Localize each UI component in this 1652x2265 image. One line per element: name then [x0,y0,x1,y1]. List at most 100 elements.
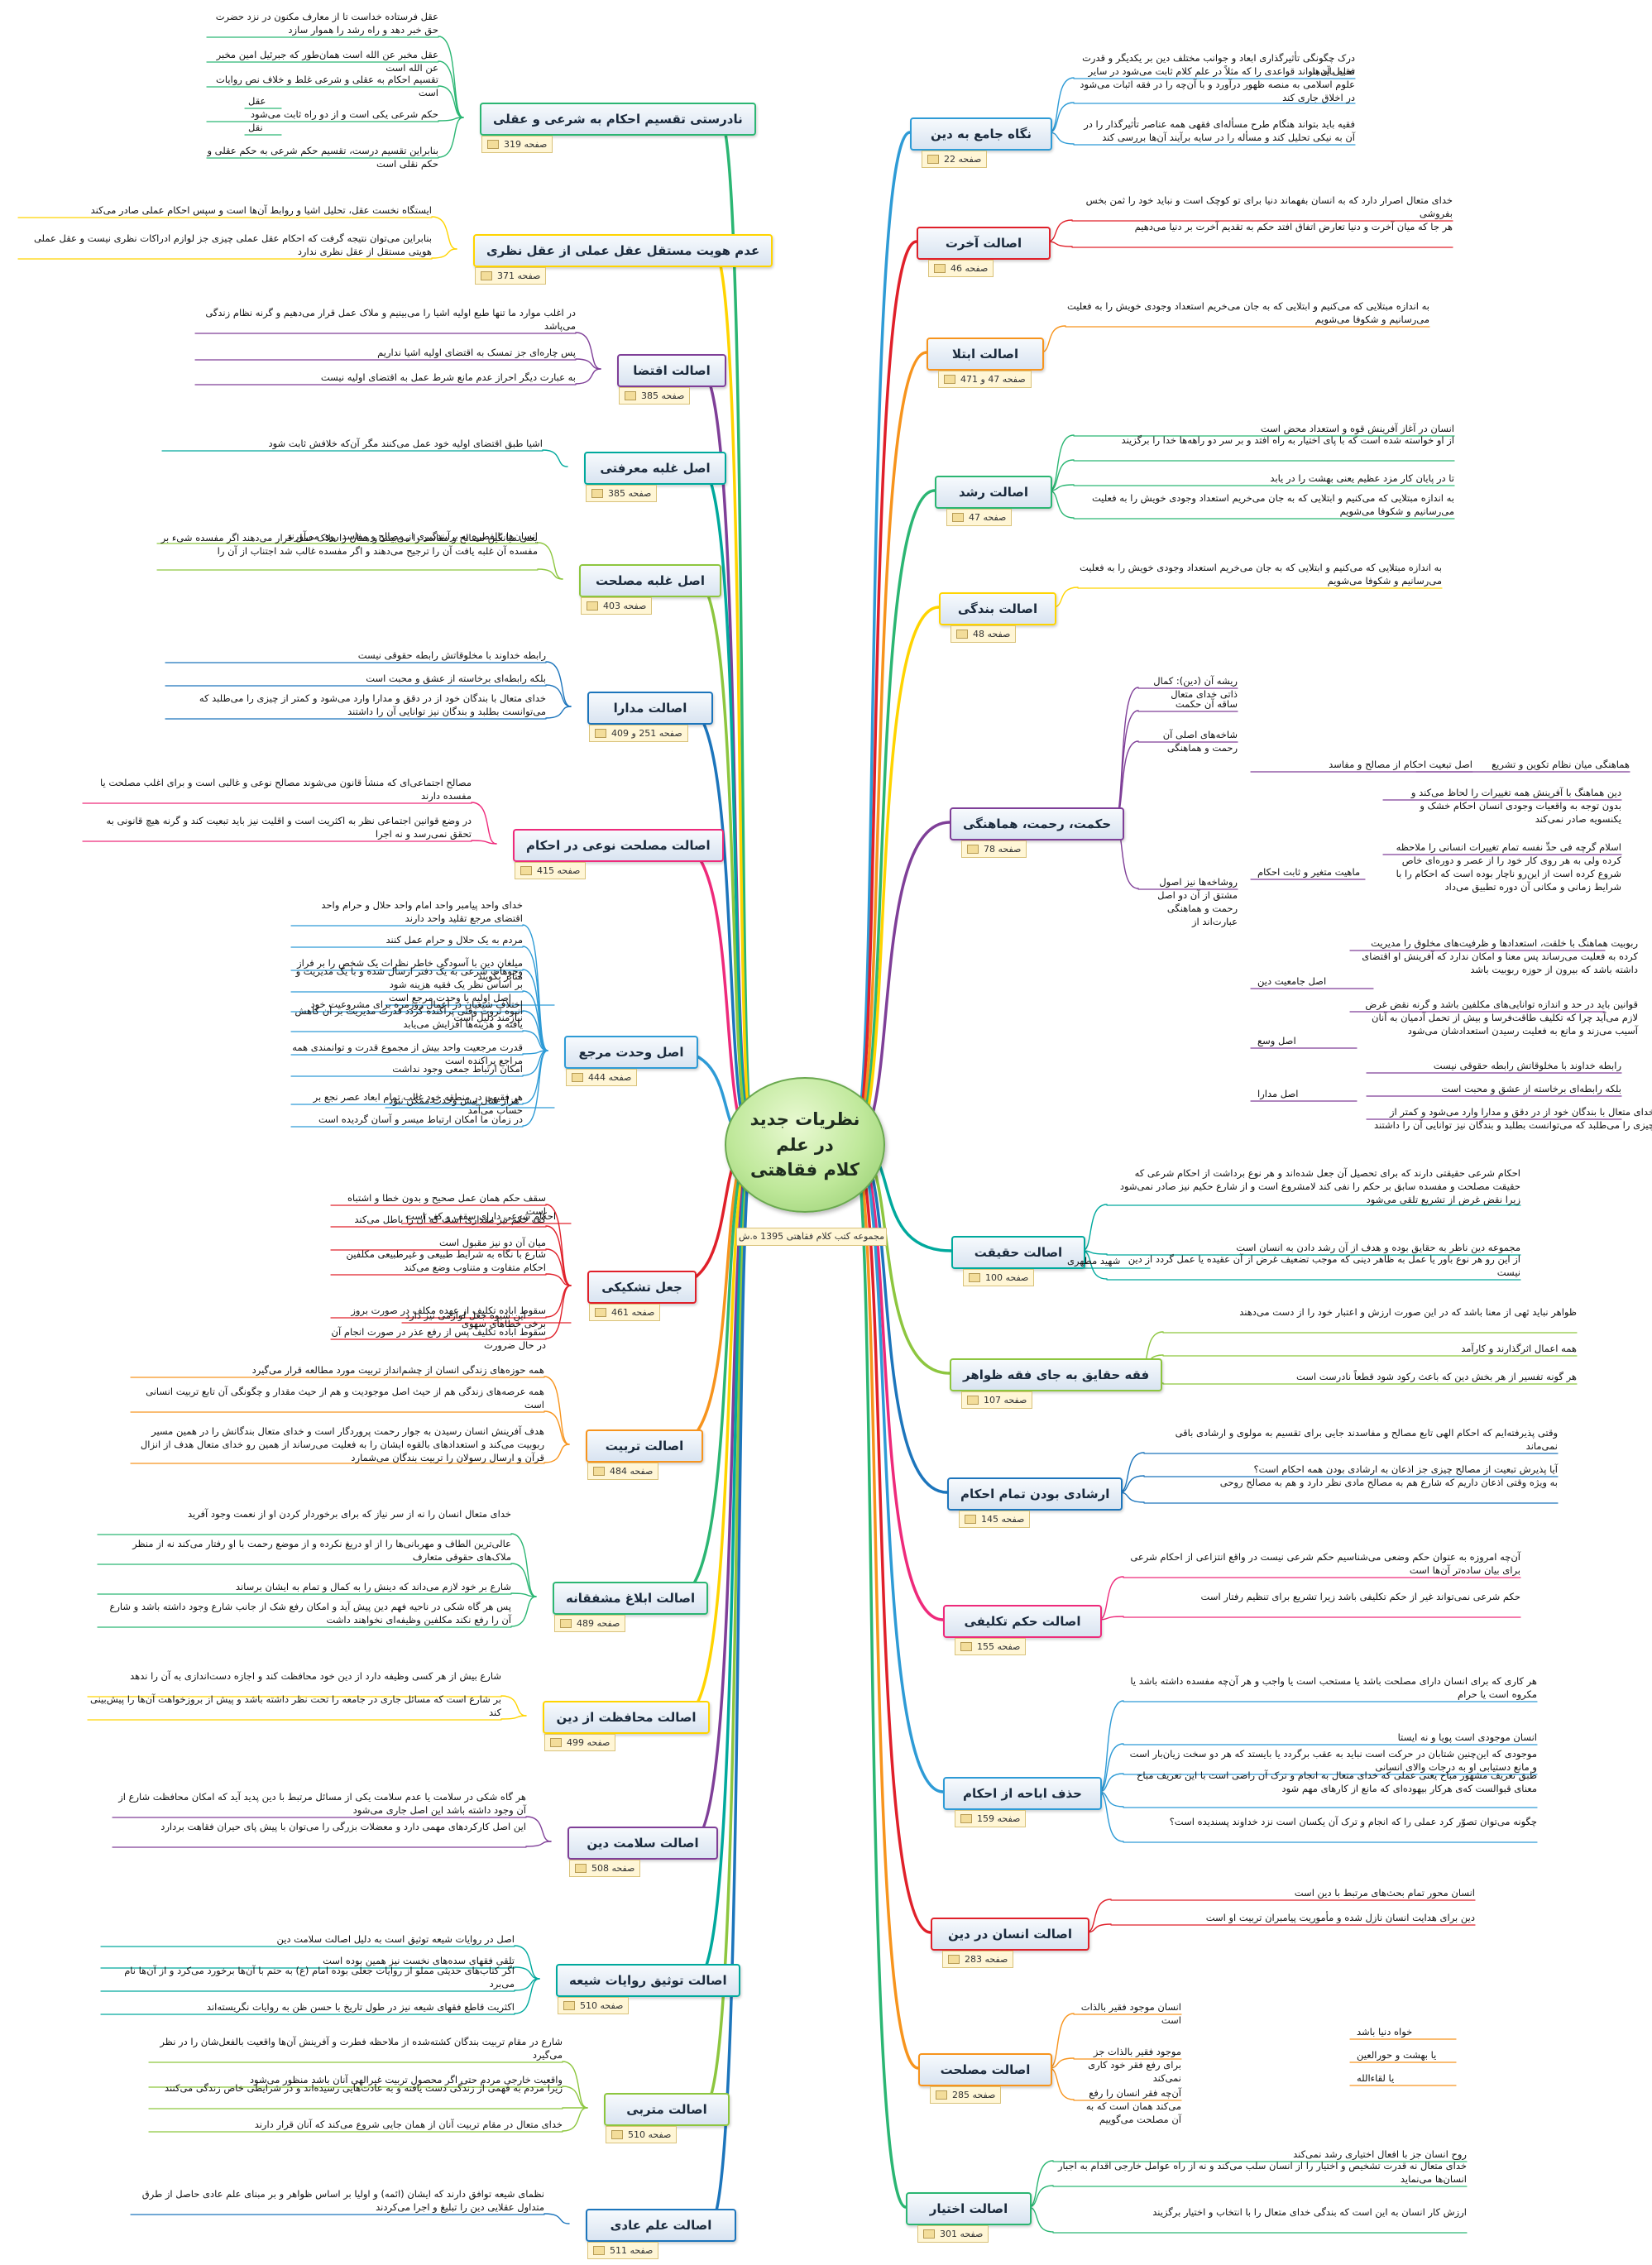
leaf-text-right-0-0: درک چگونگی تأثیرگذاری ابعاد و جوانب مختل… [1082,52,1355,77]
topic-page-ref-left-1: صفحه 371 [475,267,547,285]
leaf-line-left-5-0 [545,661,572,707]
topic-page-ref-right-13: صفحه 301 [917,2225,989,2243]
leaf-sub-left-7-a: اصل اولیه یا وحدت مرجع است [389,992,511,1003]
topic-page-ref-left-4: صفحه 403 [581,597,653,615]
topic-left-9[interactable]: اصالت تربیت [586,1429,703,1463]
leaf-line-left-10-2 [510,1592,537,1597]
leaf-sub-left-0-a: عقل [248,95,266,107]
leaf-text-right-12-0: انسان موجود فقیر بالذات است [1080,2001,1181,2026]
note-icon [927,155,939,164]
topic-page-ref-left-7: صفحه 444 [566,1069,638,1086]
leaf-text-left-4-0: انسان‌ها بالفطره به برآیندگیری از مصالح … [286,530,538,542]
leaf-line-right-0-0 [1048,77,1075,133]
note-icon [934,264,946,273]
topic-right-5[interactable]: حکمت، رحمت، هماهنگی [950,807,1125,840]
topic-left-4[interactable]: اصل غلبه مصلحت [579,564,721,597]
note-icon [960,1642,972,1651]
topic-right-0[interactable]: نگاه جامع به دین [910,117,1052,151]
leaf-text-right-10-2: موجودی که این‌چنین شتابان در حرکت است نب… [1129,1748,1537,1773]
page-ref-text: صفحه 22 [944,154,982,165]
leaf-text-right-13-2: ارزش کار انسان به این است که بندگی خدای … [1152,2206,1467,2218]
leaf-line-left-14-0 [562,2061,588,2109]
leaf-text-left-5-1: بلکه رابطه‌ای برخاسته از عشق و محبت است [366,673,546,684]
leaf-text-right-7-1: همه اعمال اثرگذارند و کارآمد [1461,1343,1577,1354]
leaf-line-left-10-3 [510,1596,537,1627]
leaf-line-left-11-0 [500,1695,527,1717]
topic-page-ref-right-8: صفحه 145 [959,1511,1031,1528]
note-icon [520,866,532,875]
page-ref-text: صفحه 145 [981,1514,1025,1525]
topic-left-8[interactable]: جعل تشکیکی [587,1271,697,1304]
leaf-line-right-8-1 [1118,1475,1145,1493]
leaf-text-left-8-1: کف حکم نیز مقداری است که آن را باطل می‌ک… [354,1214,546,1225]
leaf-sub-right-5-g: اصل جامعیت دین [1257,975,1327,987]
note-icon [969,1273,980,1282]
branch-line-left-10 [675,1142,755,1598]
topic-left-1[interactable]: عدم هویت مستقل عقل عملی از عقل نظری [473,234,773,267]
topic-left-11[interactable]: اصالت محافظت از دین [543,1701,710,1734]
leaf-text-right-11-1: دین برای هدایت انسان نازل شده و مأموریت … [1205,1912,1475,1923]
central-topic-note: مجموعه کتب کلام فقاهتی 1395 ه.ش [736,1228,887,1246]
topic-right-3[interactable]: اصالت رشد [935,476,1052,509]
leaf-text-left-0-0: عقل فرستاده خداست تا از معارف مکنون در ن… [215,11,438,36]
topic-right-8[interactable]: ارشادی بودن تمام احکام [947,1477,1123,1511]
leaf-sub-right-5-l: خدای متعال با بندگان خود از در دقق و مدا… [1373,1106,1652,1131]
topic-right-9[interactable]: اصالت حکم تکلیفی [943,1605,1102,1638]
leaf-text-left-4-1: یعنی میانگین مصالح و مفاسد را می‌بینند و… [160,532,538,557]
topic-left-0[interactable]: نادرستی تقسیم احکام به شرعی و عقلی [480,103,756,136]
leaf-text-right-1-0: خدای متعال اصرار دارد که به انسان بفهمان… [1085,194,1453,219]
leaf-text-left-8-3: شارع با نگاه به شرایط طبیعی و غیرطبیعی م… [346,1248,546,1273]
topic-left-6[interactable]: اصالت مصلحت نوعی در احکام [513,829,724,862]
leaf-text-left-7-0: خدای واحد پیامبر واحد امام واحد حلال و ح… [321,899,523,924]
leaf-line-right-13-1 [1027,2185,1054,2208]
leaf-text-right-8-2: به ویژه وقتی اذعان داریم که شارع هم به م… [1219,1477,1558,1488]
page-ref-text: صفحه 371 [497,271,541,281]
topic-left-7[interactable]: اصل وحدت مرجع [564,1036,698,1069]
leaf-text-left-7-4: اختلاف شیعیان در اعمال روزمره برای مشروع… [310,998,523,1023]
topic-right-4[interactable]: اصالت بندگی [939,592,1056,625]
topic-right-13[interactable]: اصالت اختیار [906,2192,1032,2225]
topic-left-14[interactable]: اصالت متربی [604,2093,730,2126]
topic-left-2[interactable]: اصالت اقتضا [617,354,726,387]
note-icon [591,489,603,498]
branch-line-right-2 [851,351,928,1145]
leaf-text-left-10-0: خدای متعال انسان را نه از سر نیاز که برا… [187,1508,511,1520]
leaf-text-left-2-0: در اغلب موارد ما تنها طبع اولیه اشیا را … [205,307,576,332]
central-topic[interactable]: نظریات جدید در علم کلام فقاهتی [725,1077,885,1213]
topic-right-7[interactable]: فقه حقایق به جای فقه ظواهر [950,1358,1163,1391]
leaf-line-right-12-1 [1048,2057,1075,2069]
page-ref-text: صفحه 159 [977,1813,1021,1824]
note-icon [948,1955,960,1964]
leaf-line-right-12-0 [1048,2013,1075,2069]
topic-left-5[interactable]: اصالت مدارا [587,692,713,725]
topic-right-2[interactable]: اصالت ابتلا [927,338,1044,371]
leaf-line-right-5-1 [1113,710,1139,823]
leaf-text-left-1-0: ایستگاه نخست عقل، تحلیل اشیا و روابط آن‌… [90,204,432,216]
topic-right-6[interactable]: اصالت حقیقت [951,1236,1085,1269]
page-ref-text: صفحه 283 [965,1954,1008,1965]
leaf-line-right-0-1 [1048,102,1075,133]
leaf-text-left-0-4: بنابراین تقسیم درست، تقسیم حکم شرعی به ح… [207,145,438,170]
leaf-sub-right-5-c: دین هماهنگ با آفرینش همه تغییرات را لحاظ… [1410,787,1621,825]
topic-page-ref-right-7: صفحه 107 [961,1391,1033,1409]
leaf-text-right-3-2: تا در پایان کار مزد عظیم یعنی بهشت را در… [1270,472,1454,484]
page-ref-text: صفحه 510 [628,2129,672,2140]
topic-right-1[interactable]: اصالت آخرت [917,227,1051,260]
page-ref-text: صفحه 415 [537,865,581,876]
leaf-sub-left-7-b: هزار سال پیش وحدت ممکن نبود [389,1094,520,1106]
topic-page-ref-left-5: صفحه 251 و 409 [589,725,688,742]
topic-right-10[interactable]: حذف اباحه از احکام [943,1777,1102,1810]
leaf-text-right-7-0: ظواهر نباید ثهی از معنا باشد که در این ص… [1239,1306,1577,1318]
topic-right-11[interactable]: اصالت انسان در دین [931,1918,1089,1951]
topic-page-ref-right-0: صفحه 22 [922,151,988,168]
page-ref-text: صفحه 107 [984,1395,1027,1405]
topic-left-15[interactable]: اصالت علم عادی [586,2209,736,2242]
topic-left-3[interactable]: اصل غلبه معرفتی [584,452,726,485]
topic-left-12[interactable]: اصالت سلامت دین [567,1827,718,1860]
topic-left-10[interactable]: اصالت ابلاغ مشفقانه [553,1582,709,1615]
topic-left-13[interactable]: اصالت توثیق روایات شیعه [556,1964,740,1997]
leaf-text-right-12-2: آن‌چه فقر انسان را رفع می‌کند همان است ک… [1085,2087,1181,2125]
leaf-text-right-8-1: آیا پذیرش تبعیت از مصالح چیزی جز اذعان ب… [1253,1463,1558,1475]
topic-right-12[interactable]: اصالت مصلحت [918,2053,1052,2086]
